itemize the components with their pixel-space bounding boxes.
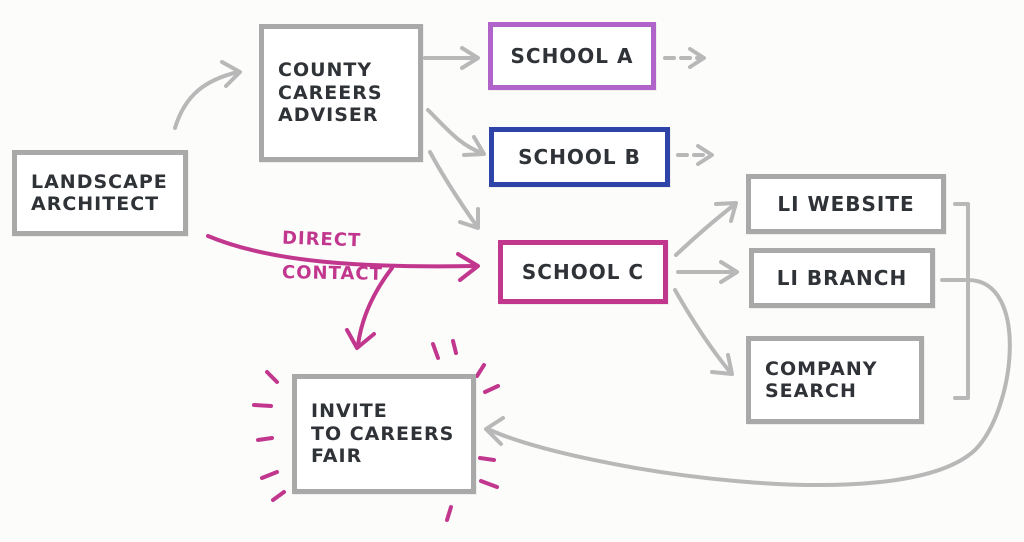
- burst-mark: [256, 436, 274, 442]
- company-search-text: COMPANY SEARCH: [765, 357, 878, 402]
- school-a-node: SCHOOL A: [488, 22, 656, 90]
- landscape-architect-node: LANDSCAPE ARCHITECT: [12, 150, 188, 236]
- edge-adviser-to-school-a-head: [460, 46, 480, 70]
- burst-mark: [431, 342, 440, 360]
- school-c-node: SCHOOL C: [498, 240, 668, 304]
- edge-school-c-to-company: [673, 288, 732, 374]
- burst-mark: [445, 505, 453, 522]
- direct-label: DIRECT: [281, 227, 362, 252]
- edge-direct-contact-to-invite-head: [345, 328, 376, 350]
- burst-mark: [271, 490, 286, 502]
- edge-school-c-to-website-head: [714, 201, 738, 223]
- edge-li-to-invite-head: [484, 416, 505, 446]
- li-website-text: LI WEBSITE: [777, 192, 915, 216]
- invite-careers-fair-node: INVITE TO CAREERS FAIR: [292, 374, 476, 494]
- burst-mark: [260, 470, 279, 480]
- burst-mark: [265, 370, 279, 384]
- contact-label: CONTACT: [281, 262, 384, 285]
- edge-adviser-to-school-b: [426, 108, 484, 155]
- edge-school-a-out-head: [688, 47, 706, 69]
- burst-mark: [475, 363, 486, 378]
- school-b-text: SCHOOL B: [518, 145, 641, 169]
- invite-careers-fair-text: INVITE TO CAREERS FAIR: [311, 400, 455, 468]
- county-careers-adviser-node: COUNTY CAREERS ADVISER: [259, 24, 423, 162]
- edge-adviser-to-school-c-head: [458, 207, 480, 230]
- landscape-architect-text: LANDSCAPE ARCHITECT: [31, 170, 168, 215]
- edge-architect-to-adviser-head: [220, 60, 242, 88]
- edge-school-c-to-website: [674, 203, 736, 257]
- edge-school-b-out-head: [696, 144, 714, 166]
- county-careers-adviser-text: COUNTY CAREERS ADVISER: [278, 59, 383, 127]
- li-branch-node: LI BRANCH: [749, 248, 935, 308]
- edge-direct-contact-head: [456, 252, 480, 282]
- burst-mark: [483, 384, 500, 394]
- edge-adviser-to-school-c: [428, 150, 478, 227]
- edge-school-c-to-branch-head: [719, 260, 739, 284]
- burst-mark: [451, 339, 458, 355]
- li-branch-text: LI BRANCH: [776, 266, 908, 290]
- li-website-node: LI WEBSITE: [746, 174, 946, 234]
- edge-adviser-to-school-b-head: [462, 135, 486, 157]
- company-search-node: COMPANY SEARCH: [746, 336, 924, 424]
- burst-mark: [478, 456, 496, 462]
- school-a-text: SCHOOL A: [510, 44, 634, 68]
- edge-school-c-to-company-head: [710, 353, 734, 376]
- school-c-text: SCHOOL C: [521, 260, 645, 284]
- school-b-node: SCHOOL B: [489, 127, 670, 187]
- edge-direct-contact: [206, 234, 476, 269]
- burst-mark: [252, 403, 273, 408]
- edge-li-to-invite: [488, 278, 1012, 487]
- edge-architect-to-adviser: [173, 70, 240, 130]
- bracket-li-sources: [953, 202, 970, 400]
- edge-direct-contact-to-invite: [356, 266, 394, 347]
- burst-mark: [479, 479, 499, 489]
